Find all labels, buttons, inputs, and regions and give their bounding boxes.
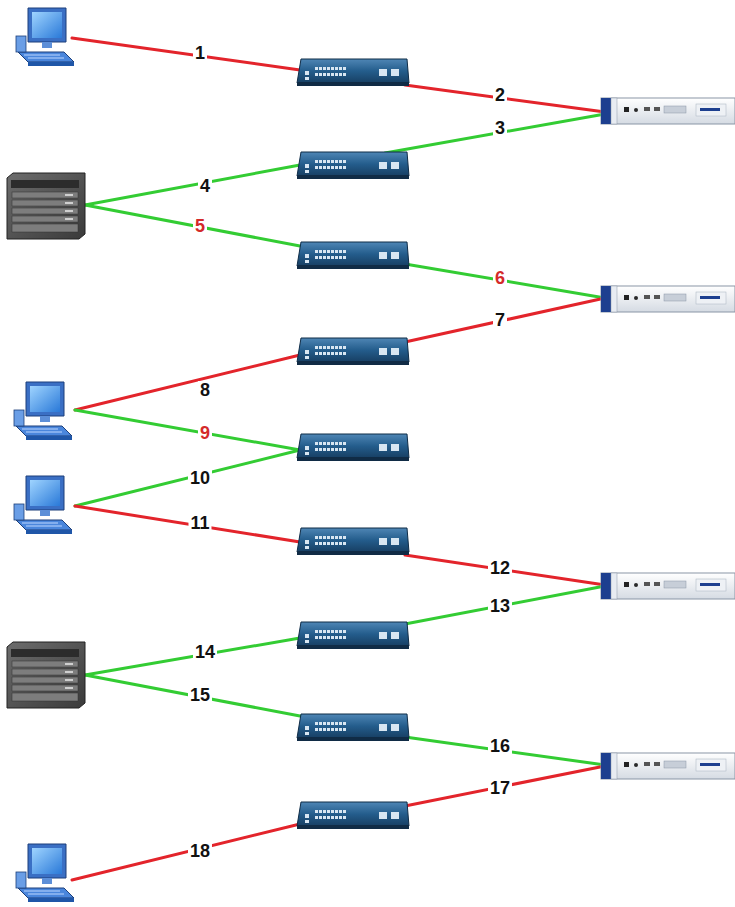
router-icon [601, 98, 735, 124]
callout-number: 14 [193, 643, 217, 661]
callout-text: 18 [190, 841, 210, 861]
callout-text: 11 [190, 513, 209, 533]
callout-text: 15 [190, 685, 210, 705]
callout-number: 9 [198, 424, 212, 442]
router-icon [601, 286, 735, 312]
callout-text: 3 [495, 118, 505, 138]
callout-number: 17 [488, 779, 512, 797]
switch-icon [297, 59, 409, 86]
pc-icon [16, 844, 74, 902]
pc-icon [16, 8, 74, 66]
callout-text: 10 [190, 468, 210, 488]
callout-number: 5 [193, 217, 207, 235]
switch-icon [297, 152, 409, 179]
callout-text: 1 [195, 43, 205, 63]
callout-text: 8 [200, 380, 210, 400]
devices [7, 8, 735, 902]
callout-text: 17 [490, 778, 510, 798]
callout-number: 12 [488, 559, 512, 577]
callout-text: 6 [495, 268, 505, 288]
router-icon [601, 573, 735, 599]
switch-icon [297, 528, 409, 555]
callout-number: 7 [493, 311, 507, 329]
switch-icon [297, 714, 409, 741]
switch-icon [297, 434, 409, 461]
switch-icon [297, 338, 409, 365]
callout-text: 9 [200, 423, 210, 443]
callout-text: 12 [490, 558, 510, 578]
callout-text: 2 [495, 85, 505, 105]
switch-icon [297, 802, 409, 829]
callout-number: 15 [188, 686, 212, 704]
chassis-icon [7, 642, 85, 708]
callout-number: 4 [198, 177, 212, 195]
callout-number: 2 [493, 86, 507, 104]
callout-number: 8 [198, 381, 212, 399]
switch-icon [297, 622, 409, 649]
callout-text: 14 [195, 642, 215, 662]
callout-number: 11 [188, 514, 211, 532]
callout-number: 18 [188, 842, 212, 860]
callout-text: 13 [490, 596, 510, 616]
callout-text: 5 [195, 216, 205, 236]
cables [72, 38, 605, 880]
pc-icon [14, 382, 72, 440]
switch-icon [297, 242, 409, 269]
router-icon [601, 753, 735, 779]
pc-icon [14, 476, 72, 534]
callout-number: 10 [188, 469, 212, 487]
callout-number: 6 [493, 269, 507, 287]
callout-number: 1 [193, 44, 207, 62]
callout-text: 4 [200, 176, 210, 196]
callout-number: 3 [493, 119, 507, 137]
callout-text: 7 [495, 310, 505, 330]
callout-number: 13 [488, 597, 512, 615]
callout-number: 16 [488, 737, 512, 755]
chassis-icon [7, 173, 85, 239]
callout-text: 16 [490, 736, 510, 756]
